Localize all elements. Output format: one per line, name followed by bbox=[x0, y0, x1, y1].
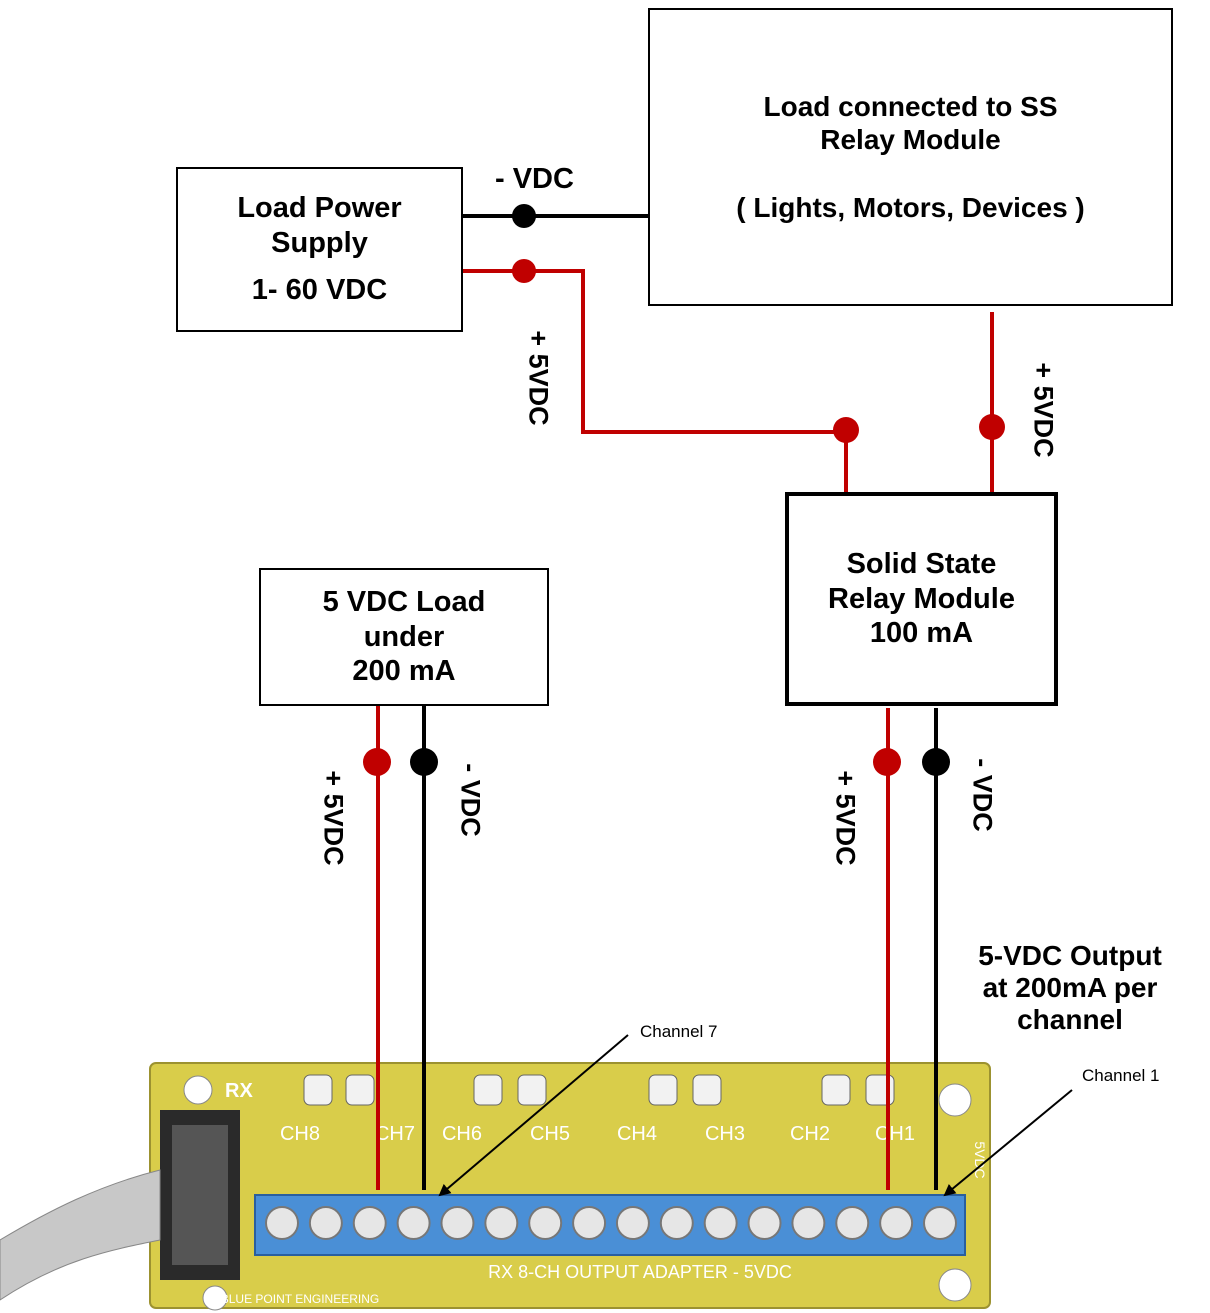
terminal-screw bbox=[659, 1206, 694, 1240]
channel1-arrow bbox=[943, 1089, 1073, 1197]
board-channel-label: CH5 bbox=[530, 1123, 570, 1145]
channel-led bbox=[821, 1074, 851, 1106]
channel-led bbox=[648, 1074, 678, 1106]
left-negative-label: - VDC bbox=[455, 763, 486, 837]
output-adapter-board: CH8 CH7 CH6 CH5 CH4 CH3 CH2 CH1 RX RX 8-CH OUTP… bbox=[0, 1062, 991, 1311]
load-module-line-4: ( Lights, Motors, Devices ) bbox=[736, 191, 1085, 223]
five-v-load-box: 5 VDC Load under 200 mA bbox=[259, 568, 549, 706]
positive-junction-dot bbox=[363, 748, 391, 776]
load-module-line-1: Load connected to SS bbox=[763, 90, 1058, 122]
terminal-screw bbox=[440, 1206, 475, 1240]
channel-led bbox=[692, 1074, 722, 1106]
channel-led bbox=[517, 1074, 547, 1106]
right-negative-label: - VDC bbox=[967, 758, 998, 832]
terminal-screw bbox=[923, 1206, 957, 1240]
terminal-screw bbox=[396, 1206, 431, 1240]
mount-hole bbox=[202, 1285, 228, 1311]
top-negative-label: - VDC bbox=[495, 163, 574, 195]
ssr-line-3: 100 mA bbox=[869, 617, 974, 650]
output-note-line-1: 5-VDC Output bbox=[978, 940, 1162, 971]
right-positive-label: + 5VDC bbox=[830, 770, 861, 866]
ssr-line-2: Relay Module bbox=[828, 582, 1015, 615]
terminal-screw bbox=[615, 1206, 650, 1240]
output-note: 5-VDC Output at 200mA per channel bbox=[945, 940, 1195, 1037]
ssr-line-1: Solid State bbox=[846, 547, 997, 580]
board-channel-label: CH3 bbox=[705, 1123, 745, 1145]
channel-led bbox=[473, 1074, 503, 1106]
board-channel-label: CH8 bbox=[280, 1123, 320, 1145]
mount-hole bbox=[938, 1083, 972, 1117]
board-channel-label: CH6 bbox=[442, 1123, 482, 1145]
terminal-screw bbox=[352, 1206, 387, 1240]
terminal-screw bbox=[308, 1206, 343, 1240]
left-positive-label: + 5VDC bbox=[318, 770, 349, 866]
five-v-load-line-1: 5 VDC Load bbox=[322, 585, 486, 618]
terminal-screw bbox=[747, 1206, 782, 1240]
board-channel-label: CH2 bbox=[790, 1123, 830, 1145]
negative-junction-dot bbox=[922, 748, 950, 776]
power-supply-line-2: Supply bbox=[271, 227, 368, 260]
board-channel-label: CH7 bbox=[375, 1123, 415, 1145]
terminal-screw bbox=[791, 1206, 826, 1240]
supply-positive-label: + 5VDC bbox=[523, 330, 554, 426]
terminal-screw bbox=[879, 1206, 914, 1240]
board-rx-label: RX bbox=[225, 1080, 253, 1102]
five-v-load-line-3: 200 mA bbox=[352, 655, 456, 688]
positive-junction-dot bbox=[512, 259, 536, 283]
channel1-label: Channel 1 bbox=[1082, 1066, 1160, 1085]
terminal-screw bbox=[703, 1206, 738, 1240]
board-side-label: 5VDC bbox=[972, 1141, 988, 1178]
power-supply-box: Load Power Supply 1- 60 VDC bbox=[176, 167, 463, 332]
five-v-load-line-2: under bbox=[363, 620, 445, 653]
channel-led bbox=[303, 1074, 333, 1106]
terminal-screw bbox=[265, 1206, 299, 1240]
positive-junction-dot bbox=[979, 414, 1005, 440]
mount-hole bbox=[938, 1268, 972, 1302]
output-note-line-3: channel bbox=[1017, 1004, 1123, 1036]
output-note-line-2: at 200mA per bbox=[982, 972, 1158, 1004]
board-bottom-text: RX 8-CH OUTPUT ADAPTER - 5VDC bbox=[488, 1262, 792, 1282]
ribbon-cable bbox=[0, 1169, 161, 1301]
load-module-box: Load connected to SS Relay Module ( Ligh… bbox=[648, 8, 1173, 306]
load-positive-label: + 5VDC bbox=[1028, 362, 1059, 458]
channel-led bbox=[345, 1074, 375, 1106]
ssr-module-box: Solid State Relay Module 100 mA bbox=[785, 492, 1058, 706]
terminal-screw bbox=[835, 1206, 870, 1240]
terminal-screw bbox=[484, 1206, 519, 1240]
power-supply-line-1: Load Power bbox=[237, 192, 402, 225]
board-channel-label: CH1 bbox=[875, 1123, 915, 1145]
load-module-line-2: Relay Module bbox=[820, 124, 1001, 156]
supply-to-ssr-positive-wire bbox=[463, 269, 848, 492]
positive-junction-dot bbox=[833, 417, 859, 443]
terminal-screw bbox=[528, 1206, 563, 1240]
channel7-label: Channel 7 bbox=[640, 1022, 718, 1041]
mount-hole bbox=[183, 1075, 213, 1105]
channel7-arrow bbox=[438, 1034, 629, 1197]
negative-junction-dot bbox=[410, 748, 438, 776]
positive-junction-dot bbox=[873, 748, 901, 776]
terminal-screw bbox=[572, 1206, 607, 1240]
power-supply-line-4: 1- 60 VDC bbox=[251, 273, 388, 306]
board-channel-label: CH4 bbox=[617, 1123, 657, 1145]
negative-junction-dot bbox=[512, 204, 536, 228]
board-maker-text: BLUE POINT ENGINEERING bbox=[221, 1292, 379, 1306]
